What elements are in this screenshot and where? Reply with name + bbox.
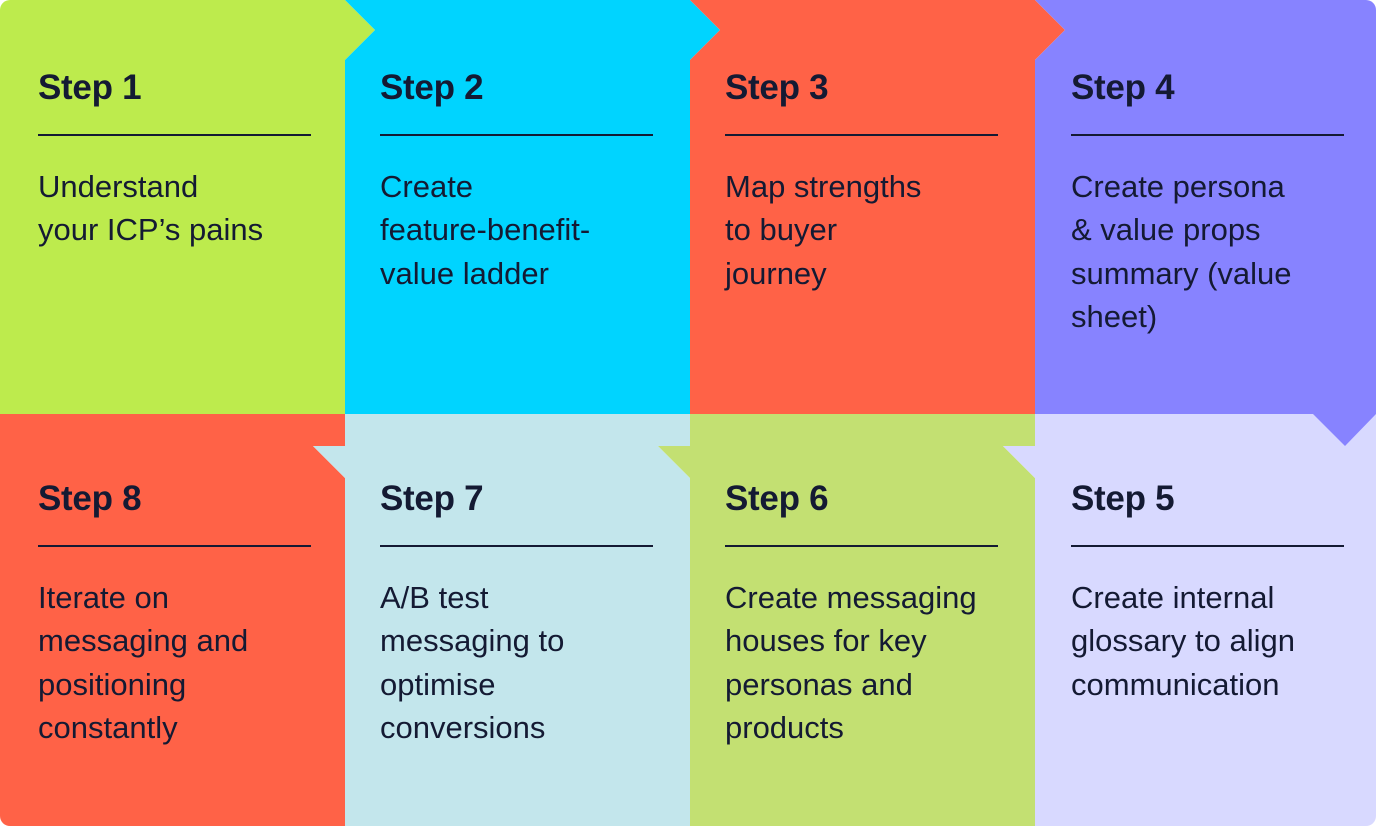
step-4-shape: [1035, 0, 1376, 414]
step-6-title: Step 6: [725, 479, 829, 518]
step-6-card: Step 6 Create messaging houses for key p…: [725, 479, 1000, 745]
step-5-description: Create internal glossary to align commun…: [1071, 580, 1296, 702]
step-5-shape: [1003, 414, 1376, 826]
step-8-divider: [38, 545, 311, 547]
step-7-title: Step 7: [380, 479, 484, 518]
step-1-card: Step 1 Understand your ICP’s pains: [38, 68, 313, 247]
step-1-title: Step 1: [38, 68, 142, 107]
step-5-divider: [1071, 545, 1344, 547]
step-1-shape: [0, 0, 375, 414]
step-3-divider: [725, 134, 998, 136]
step-3-title: Step 3: [725, 68, 829, 107]
step-2-divider: [380, 134, 653, 136]
step-2-title: Step 2: [380, 68, 484, 107]
step-4-down-arrow: [1313, 414, 1376, 446]
step-6-shape: [658, 414, 1035, 826]
step-2-shape: [345, 0, 720, 414]
step-6-divider: [725, 545, 998, 547]
step-7-divider: [380, 545, 653, 547]
step-6-description: Create messaging houses for key personas…: [725, 580, 977, 745]
step-4-divider: [1071, 134, 1344, 136]
step-8-description: Iterate on messaging and positioning con…: [38, 580, 249, 745]
step-4-description: Create persona & value props summary (va…: [1071, 169, 1292, 334]
step-5-card: Step 5 Create internal glossary to align…: [1071, 479, 1346, 702]
step-8-shape: [0, 414, 345, 826]
step-2-card: Step 2 Create feature-benefit- value lad…: [380, 68, 655, 291]
step-5-title: Step 5: [1071, 479, 1175, 518]
step-4-card: Step 4 Create persona & value props summ…: [1071, 68, 1346, 334]
step-1-description: Understand your ICP’s pains: [38, 169, 264, 248]
step-2-description: Create feature-benefit- value ladder: [380, 169, 591, 291]
step-7-description: A/B test messaging to optimise conversio…: [380, 580, 565, 745]
step-7-shape: [313, 414, 690, 826]
step-8-card: Step 8 Iterate on messaging and position…: [38, 479, 313, 745]
step-3-card: Step 3 Map strengths to buyer journey: [725, 68, 1000, 291]
step-1-divider: [38, 134, 311, 136]
step-3-description: Map strengths to buyer journey: [725, 169, 922, 291]
step-3-shape: [690, 0, 1065, 414]
step-7-card: Step 7 A/B test messaging to optimise co…: [380, 479, 655, 745]
step-4-title: Step 4: [1071, 68, 1175, 107]
step-8-title: Step 8: [38, 479, 142, 518]
